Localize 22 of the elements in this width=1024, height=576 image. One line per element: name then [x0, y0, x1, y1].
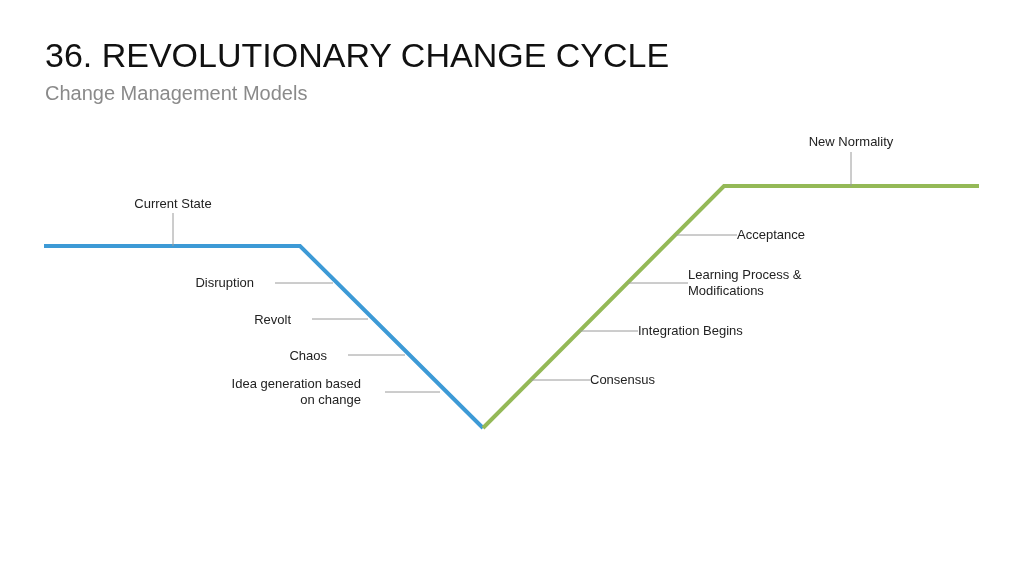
leader-line [347, 354, 406, 356]
stage-label: Consensus [569, 372, 690, 388]
leader-line [675, 234, 738, 236]
leader-line [530, 379, 591, 381]
stage-label: Revolt [252, 312, 312, 328]
leader-line [627, 282, 689, 284]
stage-label: Idea generation based on change [225, 376, 385, 408]
leader-line [384, 391, 441, 393]
leader-line [311, 318, 369, 320]
leader-line [579, 330, 639, 332]
stage-label: Acceptance [717, 227, 837, 243]
leader-line [172, 212, 174, 247]
stage-label: Chaos [288, 348, 348, 364]
stage-label: Current State [113, 196, 233, 212]
stage-label: Learning Process & Modifications [668, 267, 818, 299]
title: 36. REVOLUTIONARY CHANGE CYCLE [45, 36, 670, 75]
leader-line [850, 151, 852, 187]
stage-label: Integration Begins [616, 323, 778, 339]
stage-label: Disruption [185, 275, 275, 291]
subtitle: Change Management Models [45, 82, 308, 105]
stage-label: New Normality [791, 134, 911, 150]
leader-line [274, 282, 334, 284]
